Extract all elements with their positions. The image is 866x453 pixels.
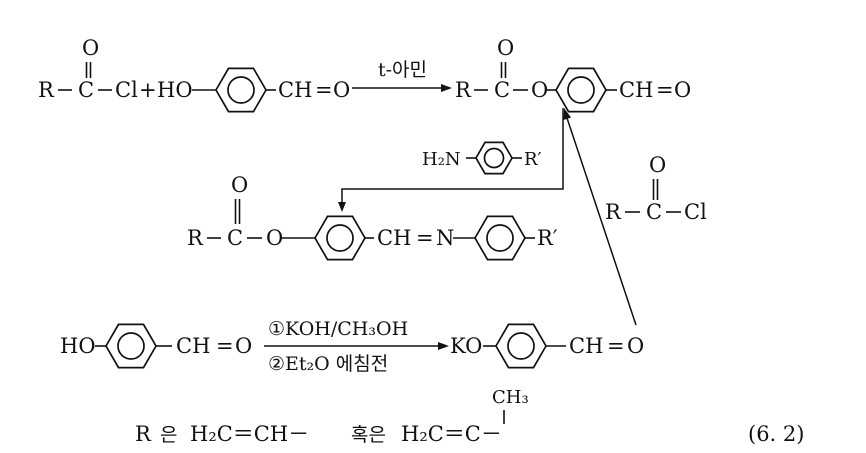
hydroxybenzaldehyde-reactant-2: HO CH = O [60,323,252,369]
amine-label: H₂N [422,149,461,170]
double-bond-sign: = [315,78,333,102]
r-group-label: R [605,200,622,224]
arrow-head [438,342,449,350]
arrow-shaft [566,117,637,326]
aniline-reagent: H₂N R′ [422,141,542,175]
ester-aldehyde-product: R C O O CH = O [455,36,691,113]
double-bond-sign: = [656,78,674,102]
hydroxy-label: HO [157,78,193,102]
benzene-ring [555,67,607,113]
reaction2-arrow: ①KOH/CH₃OH ②Et₂O 에침전 [264,318,449,375]
r-group-label: R [187,226,204,250]
plus-sign: + [139,78,157,102]
aldehyde-oxygen: O [627,334,644,358]
ch-label: CH [176,334,210,358]
chlorine-label: Cl [684,200,707,224]
connector-to-schiff-base [338,108,564,212]
double-bond-sign: = [216,334,234,358]
r-label: R [135,422,152,446]
ester-oxygen: O [531,78,548,102]
topic-particle: 은 [160,424,177,446]
benzene-ring [475,141,513,175]
methyl-group: CH₃ [492,387,529,408]
carbonyl-oxygen: O [82,36,99,60]
ch-label: CH [619,78,653,102]
arrow-head [441,84,452,92]
hydroxy-label: HO [60,334,96,358]
arrow-head [563,108,571,120]
ch-label: CH [569,334,603,358]
double-bond-sign: = [416,226,434,250]
benzene-ring [495,323,547,369]
acyl-chloride-reactant: R C O Cl [38,36,138,102]
double-bond-sign: = [607,334,625,358]
benzene-ring [215,67,267,113]
or-word: 혹은 [351,424,386,446]
equation-number: (6. 2) [748,422,804,446]
carbonyl-oxygen: O [231,173,248,197]
isopropenyl-group: H₂C＝C－ [401,422,502,446]
ch-label: CH [278,78,312,102]
hydroxybenzaldehyde-reactant: HO CH = O [157,67,350,113]
carbonyl-carbon: C [78,78,94,102]
r-group-label: R [455,78,472,102]
benzene-ring [474,215,526,261]
carbonyl-carbon: C [227,226,243,250]
schiff-base-product: R C O O CH = N R′ [187,173,558,261]
acyl-chloride-side: R C O Cl [605,153,707,224]
r-group-label: R [38,78,55,102]
imine-nitrogen: N [436,226,454,250]
benzene-ring [314,215,366,261]
carbonyl-carbon: C [494,78,510,102]
ch-label: CH [377,226,411,250]
carbonyl-carbon: C [646,200,662,224]
carbonyl-oxygen: O [497,36,514,60]
r-prime-label: R′ [537,226,558,250]
r-group-definition: R 은 H₂C＝CH－ 혹은 H₂C＝C－ CH₃ [135,387,529,446]
arrow-shaft [341,108,564,203]
ester-oxygen: O [266,226,283,250]
aldehyde-oxygen: O [333,78,350,102]
chlorine-label: Cl [115,78,138,102]
arrow-head [338,202,346,212]
reaction1-arrow: t-아민 [352,59,452,92]
carbonyl-oxygen: O [649,153,666,177]
step2-label: ②Et₂O 에침전 [268,353,388,375]
step1-label: ①KOH/CH₃OH [268,318,408,340]
reagent-label: t-아민 [378,59,427,81]
aldehyde-oxygen: O [674,78,691,102]
vinyl-group: H₂C＝CH－ [190,422,309,446]
r-prime-label: R′ [524,149,542,170]
potassium-oxide-label: KO [450,334,482,358]
connector-from-potassium-salt [563,108,637,326]
potassium-phenoxide-product: KO CH = O [450,323,644,369]
benzene-ring [105,323,157,369]
aldehyde-oxygen: O [235,334,252,358]
